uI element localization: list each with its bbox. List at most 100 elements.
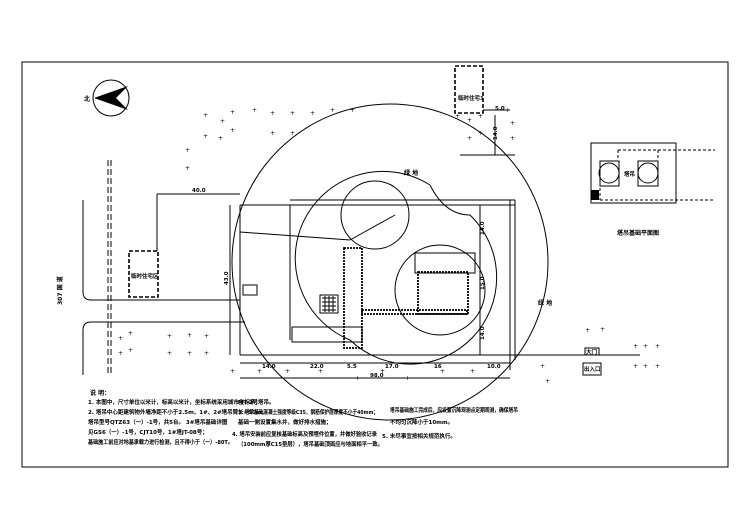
tree-icon: + [230, 127, 235, 134]
tree-icon: + [655, 363, 660, 370]
tree-icon: + [290, 130, 295, 137]
temp-housing-left [128, 250, 159, 298]
temp-housing-top-label: 临时住宅1 [458, 94, 484, 102]
tree-icon: + [633, 363, 638, 370]
note-line: 3. 塔吊基础混凝土强度等级C35，钢筋保护层厚度不小于40mm； [238, 408, 378, 416]
temp-housing-left-label: 临时住宅区 [131, 272, 159, 280]
tree-icon: + [118, 335, 123, 342]
tree-icon: + [252, 107, 257, 114]
tree-icon: + [270, 110, 275, 117]
note-line: 4. 塔吊安装前应复核基础标高及预埋件位置，并做好验收记录 [232, 430, 377, 438]
tree-icon: + [455, 113, 460, 120]
tree-icon: + [290, 110, 295, 117]
dim-top-offset: 40.0 [192, 188, 206, 194]
tree-icon: + [643, 363, 648, 370]
tree-icon: + [270, 130, 275, 137]
inset-title: 塔吊基础平面图 [617, 229, 659, 237]
note-line: 2. 塔吊中心距建筑物外墙净距不小于2.5m，1#、2#塔吊臂长=50m， [88, 408, 267, 416]
tree-icon: + [478, 113, 483, 120]
tree-icon: + [585, 327, 590, 334]
tree-icon: + [204, 333, 209, 340]
dim-bottom-segment: 5.5 [347, 364, 357, 370]
tree-icon: + [285, 368, 290, 375]
tree-icon: + [467, 117, 472, 124]
tree-symbols: + + + + + + + + + + + + + + + + + + + + + + + + + + + + + + + + + + + + + + + +… [118, 107, 660, 385]
temp-housing-top [454, 65, 484, 114]
tree-icon: + [467, 135, 472, 142]
notes-block: 说 明： 1. 本图中，尺寸单位以米计，标高以米计，坐标系统采用城市坐标系； 2… [87, 389, 518, 448]
tree-icon: + [203, 112, 208, 119]
tree-icon: + [540, 363, 545, 370]
dim-top-right-v: 14.0 [493, 126, 499, 140]
tree-icon: + [510, 120, 515, 127]
site-boundary [239, 154, 516, 370]
dim-bottom-segment: 10.0 [487, 364, 501, 370]
tree-icon: + [405, 375, 410, 382]
crane-radius-circles [231, 103, 549, 421]
tree-icon: + [330, 107, 335, 114]
bottom-dimension-labels: 14.0 22.0 5.5 17.0 16 10.0 98.0 [262, 364, 501, 379]
note-line: 不均匀沉降小于10mm。 [390, 418, 453, 426]
dim-bottom-segment: 14.0 [262, 364, 276, 370]
tree-icon: + [600, 326, 605, 333]
road-label: 307 国 道 [56, 276, 64, 305]
tree-icon: + [655, 343, 660, 350]
note-line: 塔吊型号QTZ63（一）-1号，共5台。 3#塔吊基础详图 [88, 418, 228, 426]
north-arrow-icon [92, 79, 130, 117]
tree-icon: + [633, 343, 638, 350]
tree-icon: + [167, 350, 172, 357]
note-line: 5. 未尽事宜按相关规范执行。 [382, 432, 456, 440]
notes-title: 说 明： [90, 389, 110, 397]
note-line: 1. 本图中，尺寸单位以米计，标高以米计，坐标系统采用城市坐标系； [88, 398, 261, 406]
dim-bottom-segment: 22.0 [310, 364, 324, 370]
dim-right-segment: 15.0 [480, 276, 486, 290]
tree-icon: + [230, 109, 235, 116]
tree-icon: + [218, 135, 223, 142]
dim-bottom-segment: 16 [434, 364, 442, 370]
dim-left-height: 43.0 [224, 271, 230, 285]
tree-icon: + [318, 368, 323, 375]
note-line: 基础一侧设置集水井，做好排水措施； [237, 418, 332, 426]
dim-bottom-segment: 17.0 [385, 364, 399, 370]
dim-right-segment: 14.0 [480, 326, 486, 340]
tree-icon: + [478, 130, 483, 137]
tree-icon: + [187, 332, 192, 339]
note-line: 见GS6（一）-1号，CJT10号，1#塔JT-08号； [88, 428, 208, 436]
tree-icon: + [380, 368, 385, 375]
tree-icon: + [185, 147, 190, 154]
crane-foundation-inset [590, 142, 715, 204]
tree-icon: + [185, 165, 190, 172]
tree-icon: + [510, 135, 515, 142]
gate-label: 大门 [586, 348, 598, 356]
tree-icon: + [355, 375, 360, 382]
tree-icon: + [230, 368, 235, 375]
north-label: 北 [84, 95, 90, 103]
note-line: 塔吊基础施工完成后，应设置沉降观测点定期观测，确保塔吊 [390, 406, 518, 414]
road-307 [82, 160, 245, 375]
tree-icon: + [167, 333, 172, 340]
dim-top-right: 5.0 [495, 106, 505, 112]
green-label-2: 绿 地 [538, 299, 552, 307]
entrance-label: 出入口 [584, 365, 601, 373]
tree-icon: + [128, 347, 133, 354]
green-label-1: 绿 地 [404, 169, 418, 177]
tree-icon: + [118, 350, 123, 357]
tree-icon: + [643, 343, 648, 350]
note-line: MT-2号塔吊。 [238, 398, 275, 406]
inset-label: 塔吊 [624, 170, 635, 178]
tree-icon: + [257, 368, 262, 375]
tree-icon: + [310, 110, 315, 117]
note-line: （100mm厚C15垫层），塔吊基础顶面应与地面相平一致。 [238, 440, 383, 448]
tree-icon: + [440, 368, 445, 375]
tree-icon: + [128, 330, 133, 337]
drawing-frame [21, 61, 729, 468]
tree-icon: + [470, 368, 475, 375]
tree-icon: + [545, 378, 550, 385]
building-outlines [239, 214, 476, 349]
dim-right-segment: 14.0 [480, 221, 486, 235]
tree-icon: + [350, 107, 355, 114]
tree-icon: + [220, 118, 225, 125]
tree-icon: + [505, 107, 510, 114]
tree-icon: + [204, 350, 209, 357]
